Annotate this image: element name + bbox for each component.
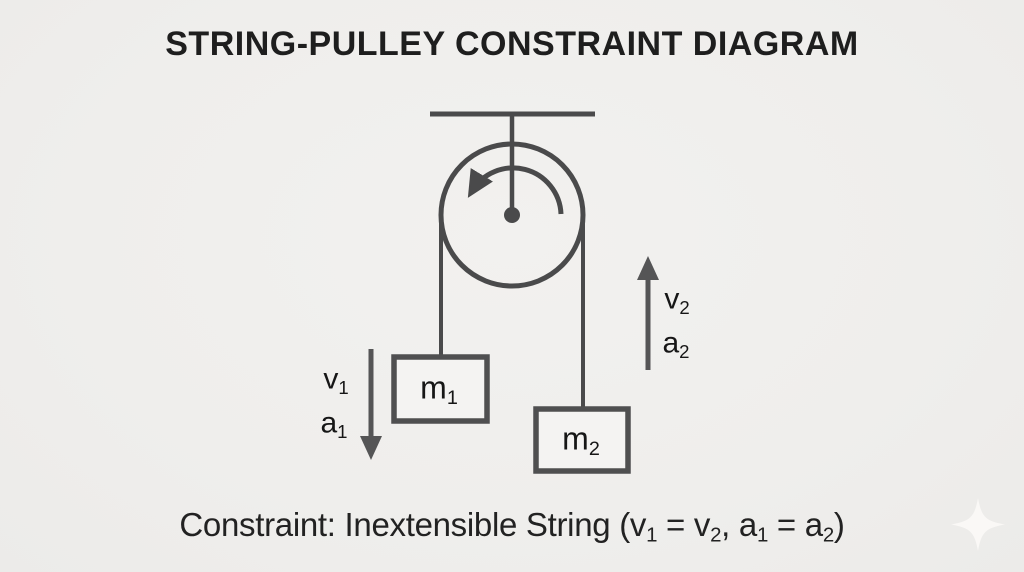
- acceleration1-label: a1: [320, 406, 348, 442]
- sparkle-icon: [951, 498, 1005, 551]
- mass2-label: m2: [562, 420, 600, 460]
- rotation-arrow-icon: [467, 165, 564, 215]
- down-arrow-icon: [360, 349, 382, 460]
- velocity2-label: v2: [664, 282, 690, 318]
- mass1-box: [391, 354, 490, 424]
- up-arrow-icon: [637, 256, 659, 370]
- constraint-caption: Constraint: Inextensible String (v1 = v2…: [179, 506, 845, 547]
- mass2-box: [533, 406, 631, 474]
- page-title: STRING-PULLEY CONSTRAINT DIAGRAM: [165, 25, 859, 63]
- velocity1-label: v1: [323, 362, 349, 398]
- acceleration2-label: a2: [662, 326, 690, 362]
- mass1-label: m1: [420, 369, 458, 409]
- pulley-axle-dot: [504, 207, 520, 223]
